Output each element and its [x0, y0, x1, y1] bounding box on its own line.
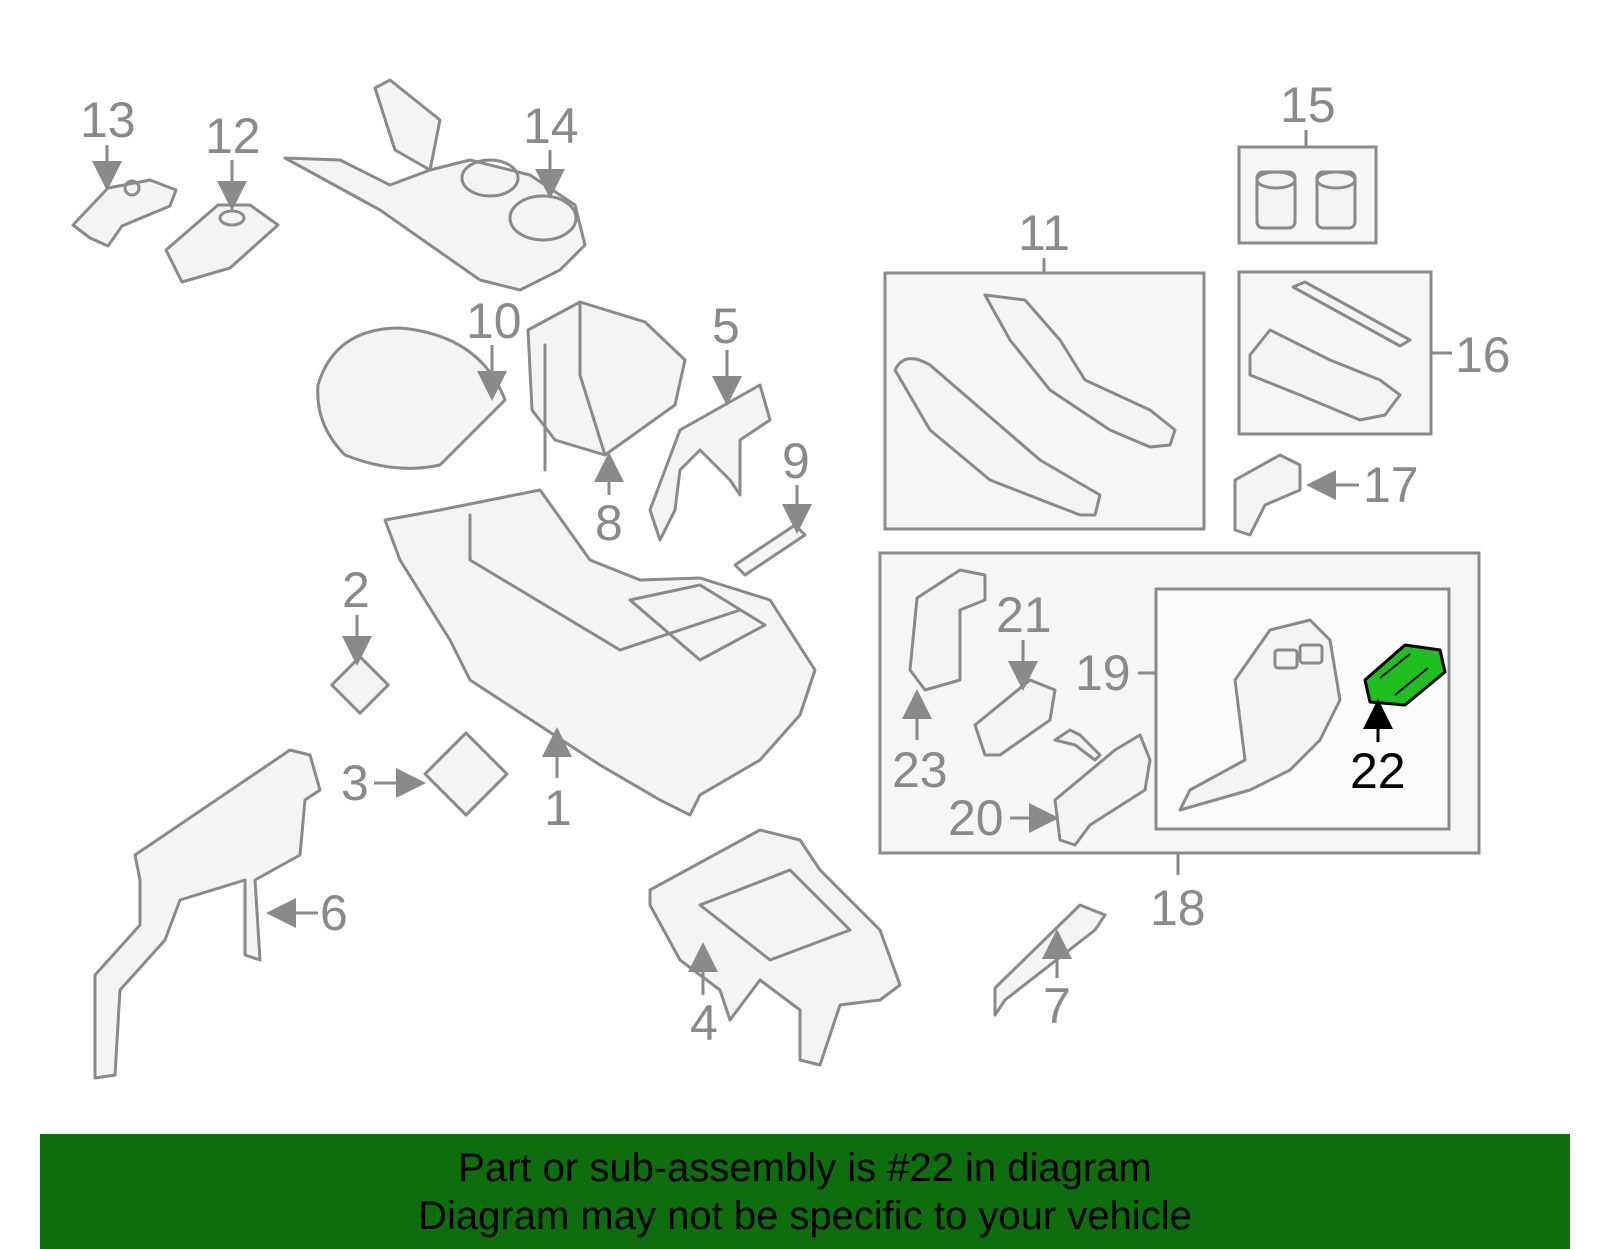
part-19-rear-panel [1178, 618, 1342, 812]
callout-10: 10 [466, 293, 522, 349]
callout-15: 15 [1280, 77, 1336, 133]
callout-9: 9 [782, 433, 810, 489]
part-8-storage-bin [526, 300, 687, 472]
part-5-bracket [648, 383, 772, 542]
part-screw [1053, 728, 1102, 762]
part-12-bezel [164, 203, 280, 284]
part-7-bracket [993, 903, 1107, 1017]
part-16-panel [1248, 280, 1412, 422]
callout-12: 12 [205, 108, 261, 164]
callout-20: 20 [948, 790, 1004, 846]
callout-21: 21 [996, 587, 1052, 643]
banner-line-part: Part or sub-assembly is #22 in diagram [458, 1146, 1152, 1190]
part-15-cupholders [1255, 170, 1357, 230]
callout-7: 7 [1043, 978, 1071, 1034]
callout-18: 18 [1150, 880, 1206, 936]
callout-16: 16 [1455, 327, 1511, 383]
banner-line-disclaimer: Diagram may not be specific to your vehi… [418, 1194, 1192, 1238]
part-6-side-panel [93, 748, 322, 1080]
callout-22: 22 [1350, 743, 1406, 799]
part-1-console-body [383, 488, 817, 817]
info-banner: Part or sub-assembly is #22 in diagram D… [40, 1134, 1570, 1249]
callout-4: 4 [690, 995, 718, 1051]
part-4-frame [648, 828, 902, 1067]
callout-3: 3 [341, 755, 369, 811]
part-14-console-panel [283, 78, 587, 292]
part-2-pad [330, 655, 390, 715]
part-10-armrest-lid [316, 326, 507, 470]
part-3-pad [423, 731, 509, 817]
callout-2: 2 [342, 562, 370, 618]
part-13-bracket [71, 178, 178, 248]
part-23-duct [908, 568, 987, 692]
callout-23: 23 [892, 742, 948, 798]
part-20-bracket [1053, 733, 1152, 847]
part-17-bracket [1233, 453, 1302, 537]
callout-8: 8 [595, 495, 623, 551]
callout-11: 11 [1018, 205, 1070, 261]
callout-1: 1 [544, 780, 572, 836]
callout-6: 6 [320, 885, 348, 941]
callout-19: 19 [1075, 645, 1131, 701]
callout-5: 5 [712, 298, 740, 354]
callout-14: 14 [523, 98, 579, 154]
callout-13: 13 [80, 92, 136, 148]
part-11-trims [893, 293, 1177, 517]
part-9-trim-strip [733, 523, 807, 577]
callout-17: 17 [1363, 457, 1419, 513]
